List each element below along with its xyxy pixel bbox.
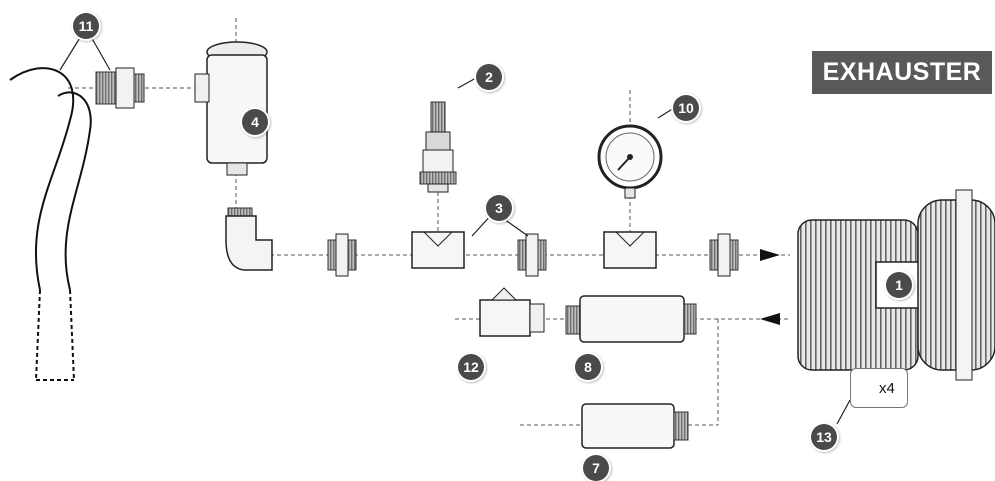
inlet-filter [194, 41, 268, 176]
hose [9, 67, 92, 381]
flow-arrow-out [760, 313, 780, 325]
tee-fitting-b [603, 231, 657, 269]
silencer-inlet [581, 403, 689, 449]
hose-nipple [95, 67, 145, 109]
tee-fitting-a [411, 231, 465, 269]
callout-13: 13 [811, 424, 837, 450]
mount-quantity-label: x4 [879, 380, 895, 397]
silencer-exhaust [565, 295, 697, 343]
exhauster-title: EXHAUSTER [812, 51, 992, 94]
callout-2: 2 [476, 64, 502, 90]
callout-3: 3 [486, 195, 512, 221]
relief-valve [419, 101, 457, 193]
callout-1: 1 [886, 272, 912, 298]
tee-fitting-c [479, 287, 545, 337]
hex-nipple-b [517, 233, 547, 277]
vacuum-gauge [597, 124, 663, 199]
hex-nipple-a [327, 233, 357, 277]
callout-8: 8 [575, 354, 601, 380]
callout-4: 4 [242, 109, 268, 135]
flow-arrow-in [760, 249, 780, 261]
mount-quantity-box: x4 [850, 368, 908, 408]
callout-10: 10 [673, 95, 699, 121]
hex-nipple-c [709, 233, 739, 277]
elbow [225, 207, 273, 271]
callout-7: 7 [583, 455, 609, 481]
callout-12: 12 [458, 354, 484, 380]
exhauster-unit [797, 189, 995, 381]
assembly-lines [68, 18, 790, 426]
callout-11: 11 [73, 13, 99, 39]
